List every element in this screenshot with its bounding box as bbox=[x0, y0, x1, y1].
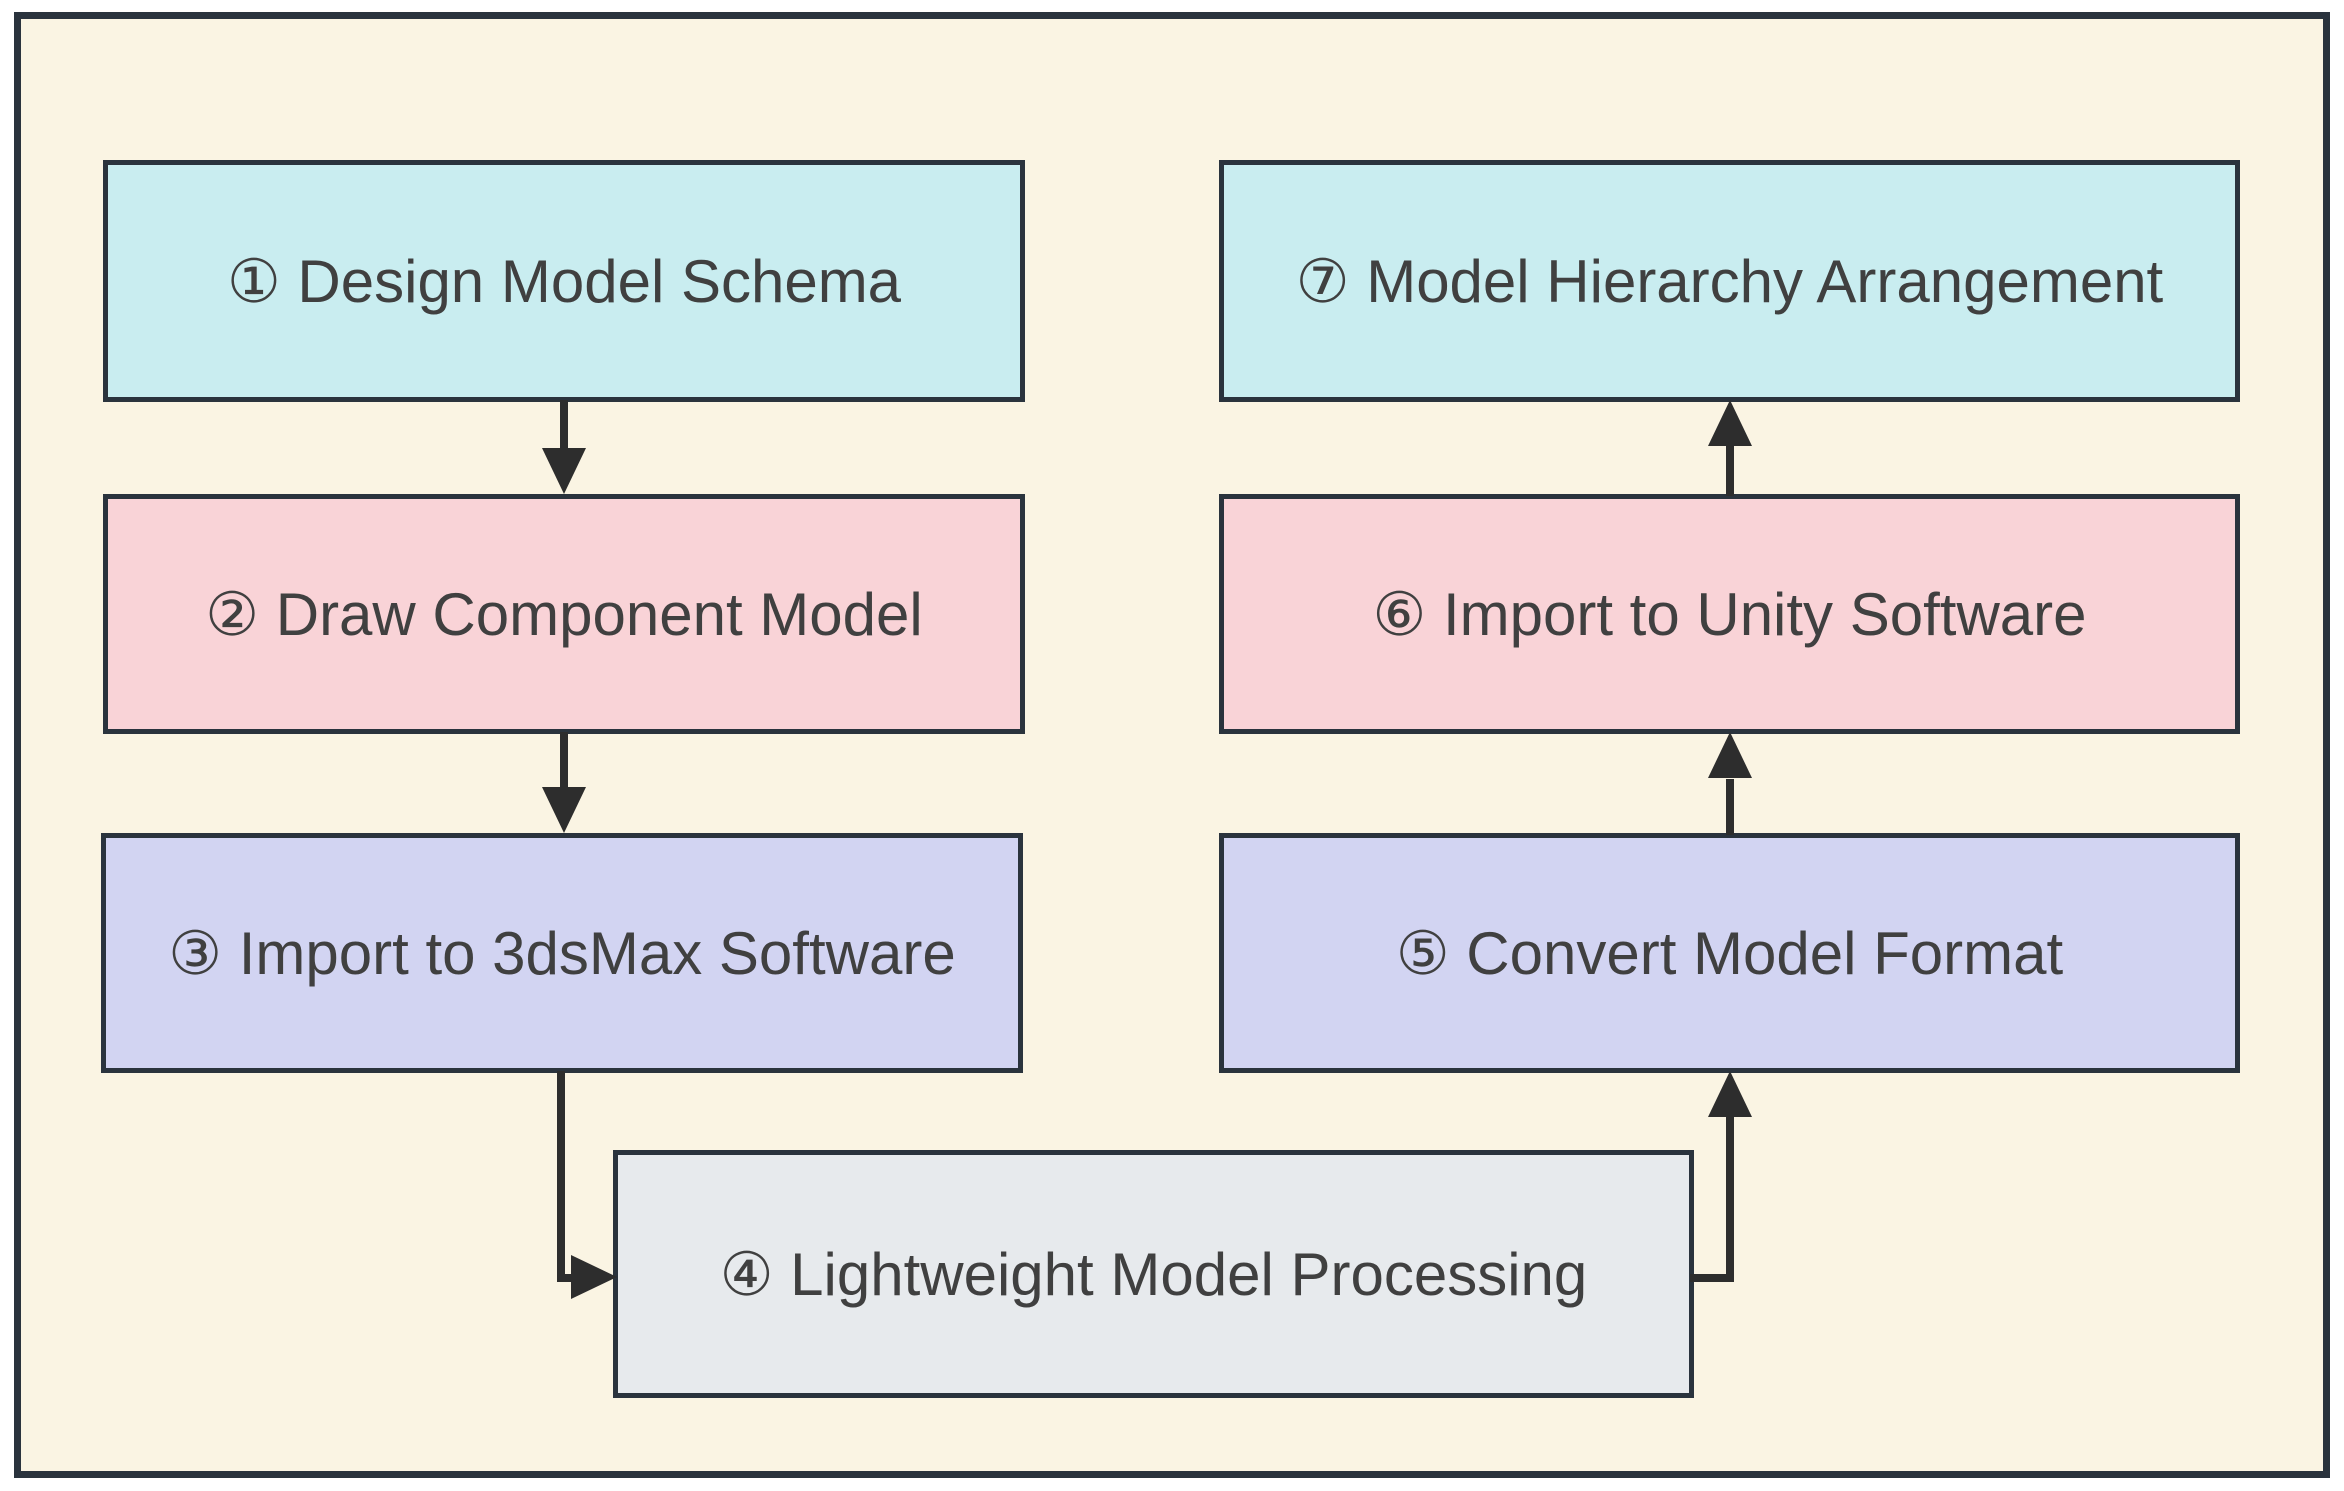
arrow-2-to-3-head-icon bbox=[542, 787, 586, 833]
arrow-2-to-3-line bbox=[560, 732, 568, 791]
step-box-convert-model-format: ⑤ Convert Model Format bbox=[1219, 833, 2240, 1073]
step-box-draw-component-model: ② Draw Component Model bbox=[103, 494, 1025, 734]
step-label: ⑦ Model Hierarchy Arrangement bbox=[1295, 247, 2164, 315]
arrow-3-to-4-vertical-line bbox=[557, 1071, 565, 1281]
step-label: ③ Import to 3dsMax Software bbox=[168, 919, 956, 987]
step-label: ② Draw Component Model bbox=[205, 580, 923, 648]
arrow-1-to-2-head-icon bbox=[542, 448, 586, 494]
arrow-3-to-4-head-icon bbox=[571, 1255, 617, 1299]
arrow-3-to-4-horizontal-line bbox=[557, 1274, 579, 1282]
step-label: ⑥ Import to Unity Software bbox=[1372, 580, 2087, 648]
arrow-4-to-5-horizontal-line bbox=[1690, 1274, 1733, 1282]
step-box-design-model-schema: ① Design Model Schema bbox=[103, 160, 1025, 402]
arrow-4-to-5-head-icon bbox=[1708, 1071, 1752, 1117]
arrow-1-to-2-line bbox=[560, 400, 568, 452]
step-label: ⑤ Convert Model Format bbox=[1395, 919, 2064, 987]
arrow-5-to-6-line bbox=[1726, 779, 1734, 835]
step-label: ④ Lightweight Model Processing bbox=[719, 1240, 1588, 1308]
step-box-lightweight-model-processing: ④ Lightweight Model Processing bbox=[613, 1150, 1694, 1398]
step-label: ① Design Model Schema bbox=[226, 247, 902, 315]
arrow-4-to-5-vertical-line bbox=[1726, 1112, 1734, 1282]
arrow-6-to-7-head-icon bbox=[1708, 400, 1752, 446]
step-box-import-to-unity-software: ⑥ Import to Unity Software bbox=[1219, 494, 2240, 734]
arrow-6-to-7-line bbox=[1726, 446, 1734, 496]
step-box-import-to-3dsmax-software: ③ Import to 3dsMax Software bbox=[101, 833, 1023, 1073]
arrow-5-to-6-head-icon bbox=[1708, 732, 1752, 778]
step-box-model-hierarchy-arrangement: ⑦ Model Hierarchy Arrangement bbox=[1219, 160, 2240, 402]
